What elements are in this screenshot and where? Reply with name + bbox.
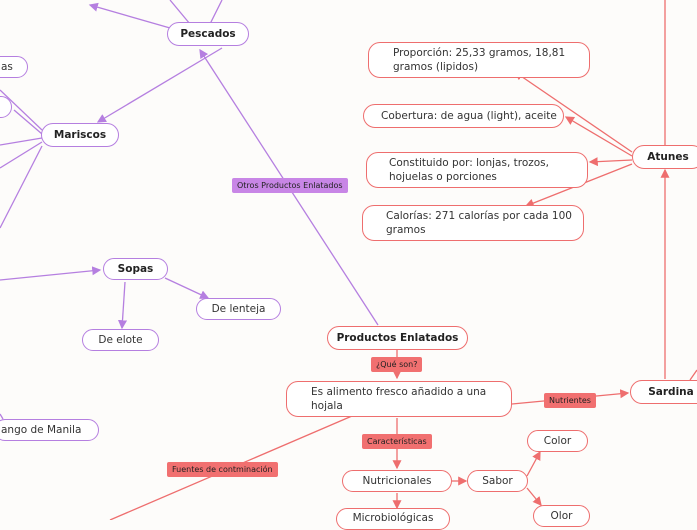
node-constituido[interactable]: Constituido por: lonjas, trozos, hojuela… bbox=[366, 152, 588, 188]
node-productos-enlatados[interactable]: Productos Enlatados bbox=[327, 326, 468, 350]
tag-nutrientes: Nutrientes bbox=[544, 393, 596, 408]
node-mango-de-manila[interactable]: ango de Manila bbox=[0, 419, 99, 441]
node-de-lenteja[interactable]: De lenteja bbox=[196, 298, 281, 320]
node-microbiologicas[interactable]: Microbiológicas bbox=[336, 508, 450, 530]
node-mariscos[interactable]: Mariscos bbox=[41, 123, 119, 147]
tag-otros-productos: Otros Productos Enlatados bbox=[232, 178, 348, 193]
node-cobertura[interactable]: Cobertura: de agua (light), aceite bbox=[363, 104, 564, 128]
node-nutricionales[interactable]: Nutricionales bbox=[342, 470, 452, 492]
node-sardina[interactable]: Sardina bbox=[630, 380, 697, 404]
node-color[interactable]: Color bbox=[527, 430, 588, 452]
node-calorias[interactable]: Calorías: 271 calorías por cada 100 gram… bbox=[362, 205, 584, 241]
tag-caracteristicas: Características bbox=[362, 434, 432, 449]
node-left-fragment[interactable]: as bbox=[0, 56, 28, 78]
node-sopas[interactable]: Sopas bbox=[103, 258, 168, 280]
node-atunes[interactable]: Atunes bbox=[632, 145, 697, 169]
node-proporcion[interactable]: Proporción: 25,33 gramos, 18,81 gramos (… bbox=[368, 42, 590, 78]
node-olor[interactable]: Olor bbox=[533, 505, 590, 527]
tag-fuentes: Fuentes de contminación bbox=[167, 462, 278, 477]
node-definicion[interactable]: Es alimento fresco añadido a una hojala bbox=[286, 381, 512, 417]
node-de-elote[interactable]: De elote bbox=[82, 329, 159, 351]
tag-que-son: ¿Qué son? bbox=[371, 357, 423, 372]
node-pescados[interactable]: Pescados bbox=[167, 22, 249, 46]
node-sabor[interactable]: Sabor bbox=[467, 470, 528, 492]
